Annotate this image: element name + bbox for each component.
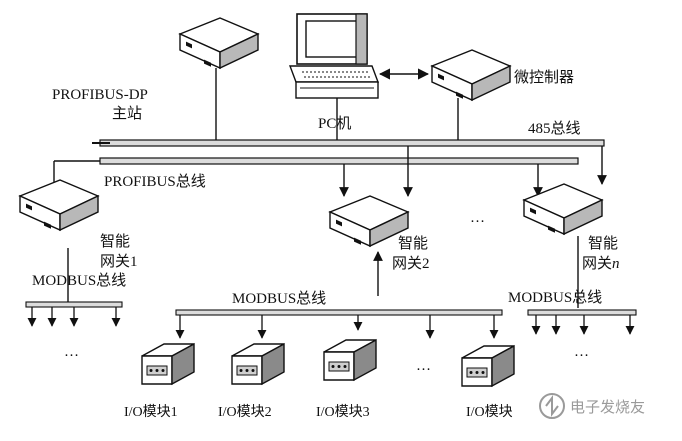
gateway-n: 智能 网关n [523, 183, 620, 272]
pc-label: PC机 [318, 115, 351, 132]
io-module-2-label: I/O模块2 [218, 404, 272, 420]
modbus-center-label: MODBUS总线 [232, 290, 326, 307]
gateway-ellipsis: … [470, 210, 485, 226]
gateway-2: 智能 网关2 [329, 195, 430, 272]
modbus-bus-left: MODBUS总线 … [25, 248, 126, 360]
gateway1-label-2: 网关1 [100, 253, 138, 270]
bus-485-label: 485总线 [528, 120, 581, 137]
gateway1-label-1: 智能 [100, 232, 130, 250]
profibus-bus-label: PROFIBUS总线 [104, 173, 206, 190]
desktop-computer-icon [288, 13, 380, 99]
modbus-bus-right: MODBUS总线 … [508, 236, 637, 360]
gateway-1: 智能 网关1 [19, 179, 138, 270]
io-module-1: I/O模块1 [124, 343, 195, 420]
right-io-ellipsis: … [574, 344, 589, 360]
io-module-2: I/O模块2 [218, 343, 285, 420]
gateway2-label-1: 智能 [398, 234, 428, 252]
io-module-3: I/O模块3 [316, 339, 377, 420]
io-module-3-label: I/O模块3 [316, 404, 370, 420]
modbus-bus-center: MODBUS总线 [175, 251, 503, 339]
microcontroller-device: 微控制器 [431, 49, 574, 101]
gatewayn-label-1: 智能 [588, 234, 618, 252]
svg-text:网关n: 网关n [582, 255, 620, 272]
watermark: 电子发烧友 [539, 393, 645, 419]
watermark-text: 电子发烧友 [570, 398, 645, 416]
io-ellipsis: … [416, 358, 431, 374]
io-module-last-label: I/O模块 [466, 404, 513, 420]
io-module-1-label: I/O模块1 [124, 404, 178, 420]
profibus-bus: PROFIBUS总线 [54, 157, 579, 190]
io-module-last: I/O模块 [461, 345, 515, 420]
gatewayn-label-suffix: n [612, 256, 620, 272]
modbus-left-label: MODBUS总线 [32, 272, 126, 289]
gateway2-label-2: 网关2 [392, 255, 430, 272]
profibus-dp-master-label-2: 主站 [112, 105, 142, 122]
microcontroller-label: 微控制器 [514, 69, 574, 86]
bus-485: 485总线 [92, 120, 605, 147]
pc-computer: PC机 [288, 13, 380, 132]
left-io-ellipsis: … [64, 344, 79, 360]
profibus-dp-master-label-1: PROFIBUS-DP [52, 87, 148, 103]
profibus-dp-master-device: PROFIBUS-DP 主站 [52, 17, 259, 122]
modbus-right-label: MODBUS总线 [508, 289, 602, 306]
gatewayn-label-2: 网关 [582, 255, 612, 272]
